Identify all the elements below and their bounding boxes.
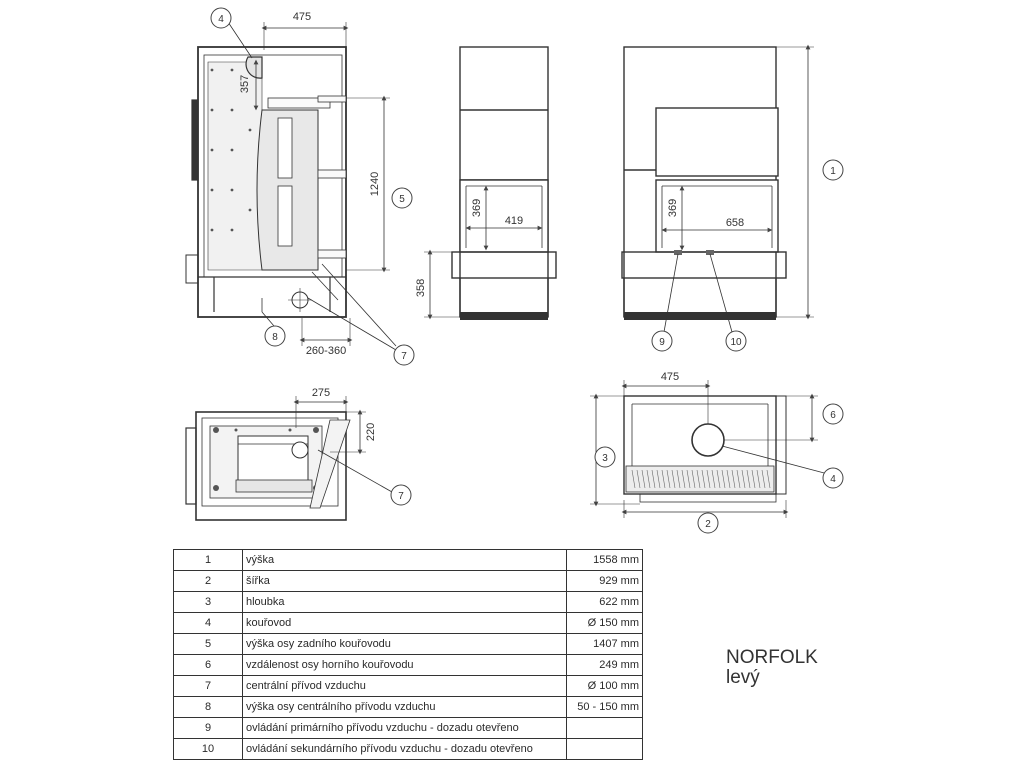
callout-7-side: 7 (393, 344, 415, 366)
callout-2: 2 (697, 512, 719, 534)
dim-front-window-height: 369 (471, 199, 483, 217)
callout-4-side: 4 (210, 7, 232, 29)
callout-3: 3 (594, 446, 616, 468)
spec-number: 5 (173, 633, 243, 655)
dim-flue-offset: 357 (239, 75, 251, 93)
spec-number: 10 (173, 738, 243, 760)
spec-number: 8 (173, 696, 243, 718)
spec-value: Ø 150 mm (566, 612, 643, 634)
spec-value (566, 738, 643, 760)
dim-side-height: 1240 (369, 172, 381, 196)
spec-number: 9 (173, 717, 243, 739)
callout-1-label: 1 (830, 166, 836, 177)
plan-section-view (185, 396, 393, 521)
dim-top-width: 475 (661, 371, 679, 383)
callout-10: 10 (725, 330, 747, 352)
callout-5-side: 5 (391, 187, 413, 209)
spec-label: výška osy zadního kouřovodu (241, 633, 568, 655)
spec-value: 1558 mm (566, 549, 643, 571)
callout-4-top-label: 4 (830, 474, 836, 485)
dim-section-depth: 220 (365, 423, 377, 441)
dim-front-base-height: 358 (415, 279, 427, 297)
callout-9-label: 9 (659, 337, 665, 348)
callout-1: 1 (822, 159, 844, 181)
spec-value: 622 mm (566, 591, 643, 613)
dim-side-width: 475 (293, 11, 311, 23)
spec-number: 4 (173, 612, 243, 634)
dim-back-window-width: 658 (726, 217, 744, 229)
spec-label: vzdálenost osy horního kouřovodu (241, 654, 568, 676)
front-view (424, 46, 557, 320)
spec-label: šířka (241, 570, 568, 592)
spec-label: výška (241, 549, 568, 571)
spec-number: 1 (173, 549, 243, 571)
callout-9: 9 (651, 330, 673, 352)
top-view-hatch (631, 469, 771, 489)
spec-value (566, 717, 643, 739)
spec-label: ovládání primárního přívodu vzduchu - do… (241, 717, 568, 739)
callout-3-label: 3 (602, 453, 608, 464)
spec-label: ovládání sekundárního přívodu vzduchu - … (241, 738, 568, 760)
callout-2-label: 2 (705, 519, 711, 530)
dim-air-inlet-range: 260-360 (306, 345, 346, 357)
spec-value: Ø 100 mm (566, 675, 643, 697)
title-block: NORFOLK levý (726, 648, 818, 688)
spec-number: 6 (173, 654, 243, 676)
top-view (590, 380, 829, 518)
spec-number: 3 (173, 591, 243, 613)
callout-6-label: 6 (830, 410, 836, 421)
callout-4-label: 4 (218, 14, 224, 25)
dim-front-window-width: 419 (505, 215, 523, 227)
dim-section-offset: 275 (312, 387, 330, 399)
spec-label: kouřovod (241, 612, 568, 634)
spec-value: 1407 mm (566, 633, 643, 655)
spec-label: hloubka (241, 591, 568, 613)
callout-7-plan-label: 7 (398, 491, 404, 502)
model-name: NORFOLK (726, 647, 818, 668)
side-section-view (185, 21, 397, 351)
callout-5-label: 5 (399, 194, 405, 205)
spec-label: výška osy centrálního přívodu vzduchu (241, 696, 568, 718)
callout-7-plan: 7 (390, 484, 412, 506)
model-variant: levý (726, 667, 760, 688)
callout-10-label: 10 (730, 337, 742, 348)
spec-value: 929 mm (566, 570, 643, 592)
spec-value: 249 mm (566, 654, 643, 676)
spec-value: 50 - 150 mm (566, 696, 643, 718)
callout-6: 6 (822, 403, 844, 425)
callout-4-top: 4 (822, 467, 844, 489)
callout-8-side: 8 (264, 325, 286, 347)
spec-number: 7 (173, 675, 243, 697)
callout-8-label: 8 (272, 332, 278, 343)
spec-number: 2 (173, 570, 243, 592)
dim-back-window-height: 369 (667, 199, 679, 217)
callout-7-label: 7 (401, 351, 407, 362)
front-wide-view (621, 44, 814, 333)
spec-label: centrální přívod vzduchu (241, 675, 568, 697)
